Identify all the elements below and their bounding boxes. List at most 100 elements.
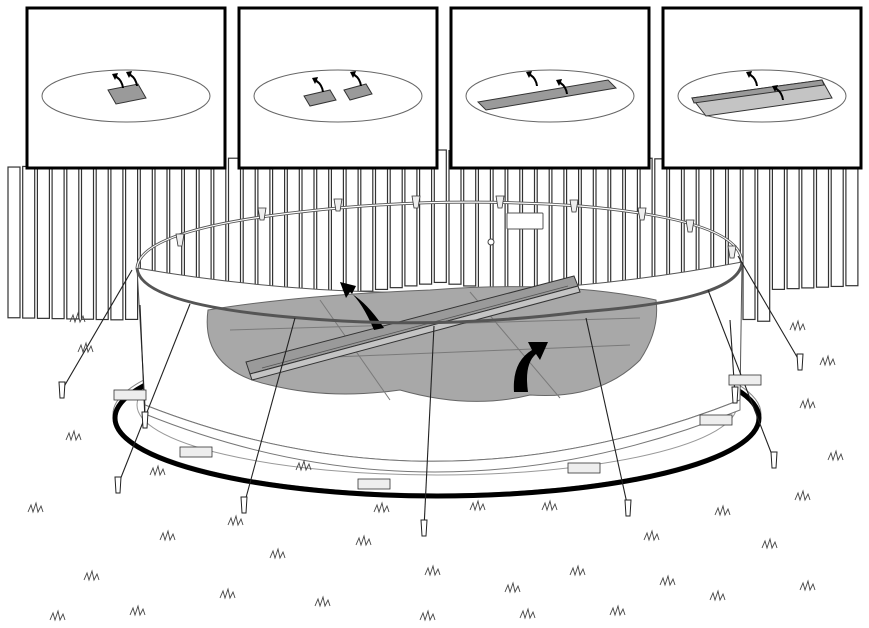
grass-tuft [295,459,312,472]
fence-slat [257,156,271,305]
fence-slat [360,152,374,292]
panel-frame [237,6,439,170]
grass-tuft [159,529,176,542]
ring-bracket [495,195,505,209]
tie-rope [423,325,435,529]
step-panel-2 [237,6,439,170]
grass-tuft [569,564,586,577]
fence-slat [95,162,109,321]
fence-slat [463,150,477,287]
fence-slat [272,155,286,303]
ground-stake [240,496,248,514]
step-panel-4 [661,6,863,170]
ground-stake [770,451,778,469]
fence-slat [477,151,491,289]
rail-board [245,275,581,381]
pool-liner [206,286,658,402]
base-plate [357,478,391,490]
grass-tuft [424,564,441,577]
tie-rope [585,317,629,509]
ring-bracket [685,219,695,233]
step-panels [25,6,863,170]
fence-slat [124,161,139,321]
lift-arrow-icon [312,77,324,92]
fence-slat [316,154,330,298]
bracket-piece [343,83,373,101]
bracket-piece [303,89,337,107]
tie-rope [117,303,191,486]
step-panel-3 [449,6,651,170]
panel-frame [449,6,651,170]
fence-slat [66,164,80,320]
grass-tuft [373,501,390,514]
ring-bracket [333,198,343,212]
tie-rope [139,304,146,421]
fence-slat [433,149,447,284]
bracket-piece [107,83,147,105]
fence-slat [7,166,21,319]
grass-tuft [799,397,816,410]
ring-bracket [411,195,421,209]
fence-slat [551,154,565,298]
base-plate [728,374,762,386]
grass-tuft [314,595,331,608]
fence-slat [36,165,51,319]
fence-slat [801,164,815,289]
grass-tuft [149,464,166,477]
fence-slat [492,151,506,291]
grass-tuft [129,604,146,617]
return-fitting [487,238,495,246]
grass-tuft [469,499,486,512]
fence-slat [330,153,344,296]
lift-arrow-icon [556,79,568,94]
fence-slat [374,151,389,291]
grass-tuft [643,529,660,542]
fence-slat [757,162,771,322]
fence-slat [742,161,756,321]
ring-bracket [175,233,185,247]
lift-arrow-right [513,342,548,392]
fence-slat [845,165,859,287]
grass-tuft [83,569,100,582]
grass-tuft [794,489,811,502]
base-plate [179,446,213,458]
lift-arrow-icon [772,85,784,100]
grass-tuft [219,587,236,600]
fence-slat [771,162,786,290]
grass-tuft [355,534,372,547]
grass-tuft [819,354,836,367]
grass-tuft [789,319,806,332]
base-plate [699,414,733,426]
fence-slat [22,165,36,319]
ground-stake [731,386,739,404]
fence-slat [301,154,315,299]
fence-slat [404,150,418,287]
grass-tuft [799,579,816,592]
step-panel-1 [25,6,227,170]
panel-ground-ellipse [253,69,423,123]
tie-ropes [58,255,804,537]
skimmer-opening [506,212,544,230]
grass-tuft [227,514,244,527]
fence-slat [389,151,403,289]
fence-slat [580,155,594,301]
ring-brackets [175,195,737,259]
grass-tuft [419,609,436,622]
fence-slat [786,163,800,290]
fence-slat [286,155,300,301]
fence-slat [80,163,95,320]
ground-stake [624,499,632,517]
grass-tuft [714,504,731,517]
ground-stake [114,476,122,494]
grass-tuft [69,311,86,324]
grass-tuft [659,574,676,587]
ring-bracket [569,199,579,213]
grass-tuft [709,589,726,602]
grass-tuft [504,581,521,594]
lift-arrow-icon [526,71,538,86]
tie-rope [243,317,296,506]
fence-slat [448,150,462,285]
fence-slat [815,164,830,288]
grass-tuft [519,607,536,620]
